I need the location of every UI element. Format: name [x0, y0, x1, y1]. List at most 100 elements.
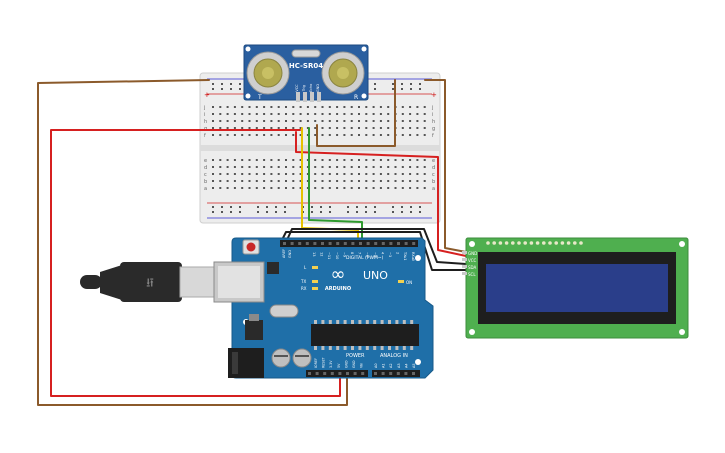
rail-hole[interactable] — [410, 206, 412, 208]
terminal-hole[interactable] — [255, 166, 258, 168]
terminal-hole[interactable] — [299, 134, 302, 136]
terminal-hole[interactable] — [350, 180, 353, 182]
terminal-hole[interactable] — [394, 173, 397, 175]
terminal-hole[interactable] — [241, 127, 244, 129]
terminal-hole[interactable] — [343, 120, 346, 122]
terminal-hole[interactable] — [358, 113, 360, 115]
terminal-hole[interactable] — [321, 187, 324, 189]
lcd-pin-gnd[interactable] — [462, 251, 467, 254]
terminal-hole[interactable] — [401, 159, 404, 161]
terminal-hole[interactable] — [350, 120, 353, 122]
terminal-hole[interactable] — [314, 134, 317, 136]
terminal-hole[interactable] — [365, 187, 368, 189]
terminal-hole[interactable] — [336, 173, 339, 175]
header-hole[interactable] — [315, 372, 319, 375]
terminal-hole[interactable] — [423, 180, 426, 182]
rail-hole[interactable] — [401, 83, 403, 85]
terminal-hole[interactable] — [321, 159, 324, 161]
terminal-hole[interactable] — [292, 113, 295, 115]
terminal-hole[interactable] — [365, 173, 368, 175]
terminal-hole[interactable] — [423, 173, 426, 175]
terminal-hole[interactable] — [212, 159, 214, 161]
rail-hole[interactable] — [356, 211, 358, 213]
header-hole[interactable] — [321, 242, 324, 245]
header-hole[interactable] — [361, 372, 365, 375]
terminal-hole[interactable] — [263, 173, 266, 175]
wire-gnd-sensor[interactable] — [316, 79, 396, 147]
header-hole[interactable] — [396, 372, 400, 375]
terminal-hole[interactable] — [416, 187, 419, 189]
terminal-hole[interactable] — [277, 120, 280, 122]
terminal-hole[interactable] — [314, 173, 317, 175]
rail-hole[interactable] — [374, 206, 376, 208]
terminal-hole[interactable] — [387, 159, 390, 161]
terminal-hole[interactable] — [343, 180, 346, 182]
terminal-hole[interactable] — [219, 180, 222, 182]
rail-hole[interactable] — [374, 83, 376, 85]
rail-hole[interactable] — [410, 211, 412, 213]
rail-hole[interactable] — [239, 211, 241, 213]
terminal-hole[interactable] — [306, 106, 309, 108]
terminal-hole[interactable] — [277, 134, 280, 136]
rail-hole[interactable] — [392, 211, 394, 213]
terminal-hole[interactable] — [241, 120, 244, 122]
terminal-hole[interactable] — [233, 113, 236, 115]
terminal-hole[interactable] — [372, 127, 375, 129]
header-hole[interactable] — [389, 242, 393, 245]
terminal-hole[interactable] — [292, 187, 295, 189]
header-hole[interactable] — [374, 372, 377, 375]
terminal-hole[interactable] — [255, 159, 258, 161]
terminal-hole[interactable] — [372, 106, 375, 108]
terminal-hole[interactable] — [285, 106, 287, 108]
terminal-hole[interactable] — [394, 159, 397, 161]
terminal-hole[interactable] — [409, 120, 412, 122]
terminal-hole[interactable] — [387, 127, 390, 129]
terminal-hole[interactable] — [255, 180, 258, 182]
terminal-hole[interactable] — [314, 180, 317, 182]
header-hole[interactable] — [381, 242, 385, 245]
terminal-hole[interactable] — [306, 159, 309, 161]
terminal-hole[interactable] — [387, 166, 390, 168]
terminal-hole[interactable] — [299, 166, 302, 168]
terminal-hole[interactable] — [358, 127, 360, 129]
header-hole[interactable] — [323, 372, 327, 375]
rail-hole[interactable] — [239, 206, 241, 208]
rail-hole[interactable] — [320, 211, 322, 213]
terminal-hole[interactable] — [270, 113, 273, 115]
terminal-hole[interactable] — [248, 180, 251, 182]
terminal-hole[interactable] — [321, 166, 324, 168]
terminal-hole[interactable] — [416, 127, 419, 129]
header-hole[interactable] — [328, 242, 332, 245]
terminal-hole[interactable] — [233, 180, 236, 182]
terminal-hole[interactable] — [350, 113, 353, 115]
terminal-hole[interactable] — [226, 120, 229, 122]
terminal-hole[interactable] — [343, 187, 346, 189]
sensor-pin-echo[interactable] — [310, 92, 314, 102]
terminal-hole[interactable] — [219, 127, 222, 129]
power-header[interactable] — [306, 370, 368, 377]
terminal-hole[interactable] — [314, 159, 317, 161]
reset-button-cap[interactable] — [246, 242, 256, 252]
terminal-hole[interactable] — [336, 113, 339, 115]
terminal-hole[interactable] — [241, 187, 244, 189]
terminal-hole[interactable] — [277, 166, 280, 168]
terminal-hole[interactable] — [343, 173, 346, 175]
terminal-hole[interactable] — [248, 159, 251, 161]
rail-hole[interactable] — [374, 88, 376, 90]
terminal-hole[interactable] — [226, 187, 229, 189]
terminal-hole[interactable] — [285, 159, 287, 161]
terminal-hole[interactable] — [248, 134, 251, 136]
rail-hole[interactable] — [419, 211, 421, 213]
rail-hole[interactable] — [266, 206, 268, 208]
terminal-hole[interactable] — [270, 187, 273, 189]
terminal-hole[interactable] — [212, 113, 214, 115]
terminal-hole[interactable] — [255, 120, 258, 122]
terminal-hole[interactable] — [321, 120, 324, 122]
terminal-hole[interactable] — [292, 127, 295, 129]
terminal-hole[interactable] — [212, 173, 214, 175]
terminal-hole[interactable] — [270, 134, 273, 136]
terminal-hole[interactable] — [321, 127, 324, 129]
terminal-hole[interactable] — [285, 120, 287, 122]
lcd-pin-scl[interactable] — [462, 272, 467, 275]
